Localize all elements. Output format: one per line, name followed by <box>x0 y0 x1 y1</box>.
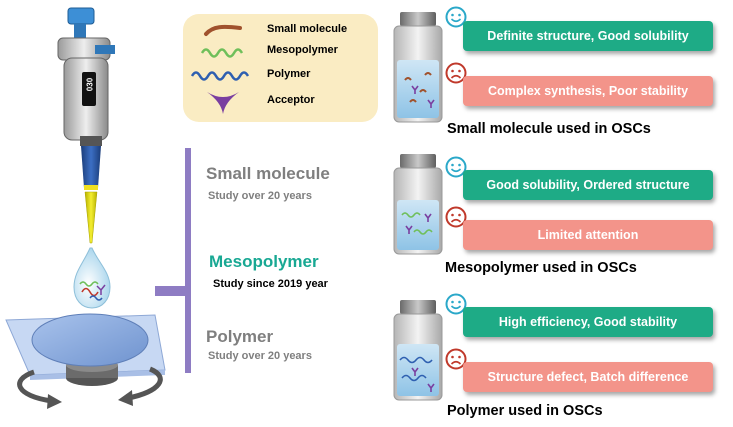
category-subtitle: Study over 20 years <box>208 350 312 362</box>
category-name: Polymer <box>206 327 274 346</box>
happy-face-icon <box>445 156 467 178</box>
sad-face-icon <box>445 206 467 228</box>
mesopolymer-wave-icon <box>200 48 244 58</box>
section-title: Mesopolymer used in OSCs <box>445 260 637 276</box>
legend-label: Small molecule <box>267 23 348 35</box>
spin-coater-icon <box>5 313 166 409</box>
category-name: Small molecule <box>206 164 330 183</box>
happy-face-icon <box>445 6 467 28</box>
sad-face-icon <box>445 348 467 370</box>
advantage-badge: High efficiency, Good stability <box>463 307 713 337</box>
advantage-badge: Definite structure, Good solubility <box>463 21 713 51</box>
disadvantage-badge: Complex synthesis, Poor stability <box>463 76 713 106</box>
disadvantage-badge: Structure defect, Batch difference <box>463 362 713 392</box>
pipette-display: 030 <box>85 77 95 92</box>
legend-label: Acceptor <box>267 94 315 106</box>
pipette-icon <box>57 7 115 244</box>
polymer-long-wave-icon <box>190 71 250 81</box>
happy-face-icon <box>445 293 467 315</box>
section-title: Small molecule used in OSCs <box>447 121 651 137</box>
acceptor-y-shape-icon <box>207 92 239 114</box>
disadvantage-badge: Limited attention <box>463 220 713 250</box>
vial-small-molecule <box>393 12 443 123</box>
droplet-icon <box>73 247 111 309</box>
section-title: Polymer used in OSCs <box>447 403 603 419</box>
legend-label: Mesopolymer <box>267 44 338 56</box>
legend-box: Small molecule Mesopolymer Polymer Accep… <box>183 14 378 122</box>
sad-face-icon <box>445 62 467 84</box>
legend-label: Polymer <box>267 68 311 80</box>
category-subtitle: Study over 20 years <box>208 190 312 202</box>
category-subtitle: Study since 2019 year <box>213 278 328 290</box>
vial-polymer <box>393 300 443 401</box>
vial-mesopolymer <box>393 154 443 255</box>
small-molecule-squiggle-icon <box>204 24 242 36</box>
category-name: Mesopolymer <box>209 252 319 271</box>
category-bracket <box>155 148 191 373</box>
advantage-badge: Good solubility, Ordered structure <box>463 170 713 200</box>
